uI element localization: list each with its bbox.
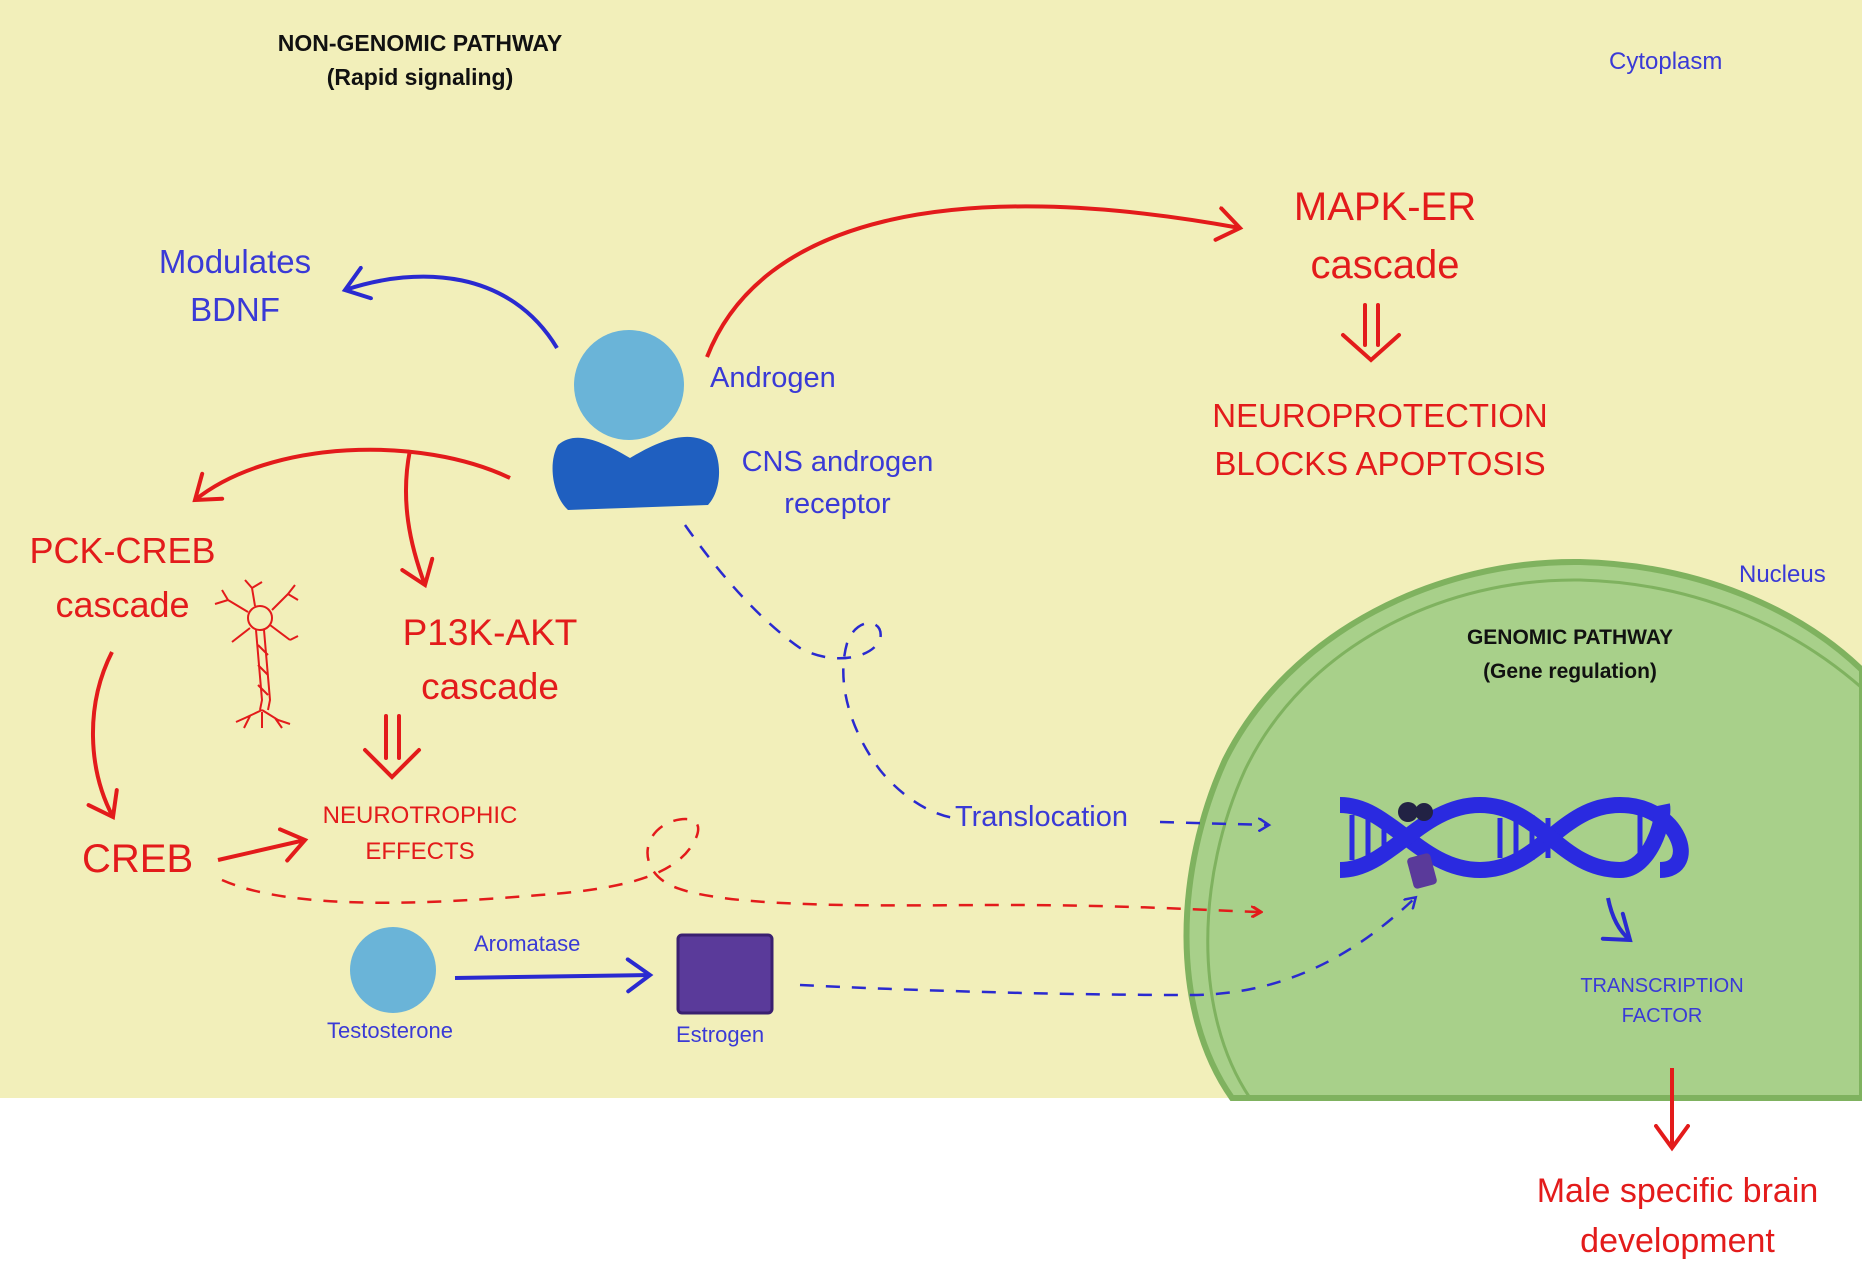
neurotrophic-text-1: NEUROTROPHIC [322, 802, 518, 829]
cytoplasm-label: Cytoplasm [1609, 48, 1723, 75]
neurotrophic-label: NEUROTROPHIC EFFECTS [300, 798, 540, 870]
estrogen-molecule [676, 933, 774, 1015]
estrogen-label: Estrogen [676, 1022, 765, 1047]
testosterone-molecule [350, 927, 436, 1013]
neurotrophic-text-2: EFFECTS [365, 838, 475, 865]
genomic-heading: GENOMIC PATHWAY (Gene regulation) [1420, 621, 1720, 689]
bdnf-text: BDNF [190, 291, 280, 328]
transcription-text-2: FACTOR [1621, 1005, 1703, 1027]
mapk-label: MAPK-ER cascade [1270, 178, 1500, 294]
non-genomic-heading: NON-GENOMIC PATHWAY (Rapid signaling) [250, 26, 590, 94]
pi3k-akt-label: P13K-AKT cascade [375, 606, 605, 714]
cns-receptor-text-2: receptor [784, 488, 891, 520]
pi3k-text-2: cascade [421, 666, 559, 707]
mapk-text-1: MAPK-ER [1293, 185, 1477, 229]
arrow-to-pck [192, 447, 511, 503]
translocation-label: Translocation [955, 801, 1129, 833]
nucleus-label: Nucleus [1739, 561, 1826, 588]
nucleus [1183, 558, 1862, 1101]
genomic-subtitle: (Gene regulation) [1483, 660, 1657, 683]
blocks-apoptosis-text: BLOCKS APOPTOSIS [1214, 445, 1546, 482]
translocation-arrow [1159, 822, 1268, 825]
aromatase-arrow [454, 957, 654, 994]
testosterone-label: Testosterone [327, 1018, 453, 1043]
cns-receptor-label: CNS androgen receptor [720, 441, 955, 525]
non-genomic-subtitle: (Rapid signaling) [326, 64, 514, 90]
pck-text-1: PCK-CREB [29, 530, 216, 571]
male-development-label: Male specific brain development [1500, 1166, 1855, 1266]
genomic-title: GENOMIC PATHWAY [1466, 626, 1674, 649]
androgen-label: Androgen [710, 362, 836, 394]
pck-text-2: cascade [55, 584, 190, 625]
neuroprotection-text: NEUROPROTECTION [1212, 397, 1548, 434]
arrow-to-mapk [705, 204, 1244, 358]
dna-helix-icon [1339, 796, 1689, 889]
modulates-text: Modulates [158, 243, 312, 280]
pck-creb-label: PCK-CREB cascade [10, 524, 235, 632]
implies-arrow-pi3k [363, 714, 421, 780]
transcription-text-1: TRANSCRIPTION [1580, 975, 1744, 997]
neuroprotection-label: NEUROPROTECTION BLOCKS APOPTOSIS [1180, 392, 1580, 488]
person-icon [552, 330, 720, 510]
male-text-1: Male specific brain [1536, 1172, 1819, 1210]
neuron-icon [214, 579, 299, 729]
male-text-2: development [1580, 1222, 1775, 1260]
arrow-creb-to-neurotrophic [217, 827, 309, 863]
creb-label: CREB [82, 837, 194, 881]
arrow-dna-to-transcription [1600, 897, 1633, 943]
arrow-to-bdnf [341, 265, 559, 350]
creb-to-nucleus-path [221, 817, 1260, 912]
non-genomic-title: NON-GENOMIC PATHWAY [277, 30, 563, 56]
arrow-pck-to-creb [86, 651, 119, 821]
aromatase-label: Aromatase [474, 931, 581, 956]
translocation-path [683, 524, 956, 820]
implies-arrow-mapk [1341, 303, 1401, 363]
pi3k-text-1: P13K-AKT [402, 612, 578, 653]
modulates-bdnf-label: Modulates BDNF [135, 238, 335, 334]
arrow-to-pi3k [400, 449, 435, 589]
cns-receptor-text-1: CNS androgen [741, 446, 934, 478]
mapk-text-2: cascade [1310, 243, 1460, 287]
transcription-factor-label: TRANSCRIPTION FACTOR [1552, 971, 1772, 1031]
